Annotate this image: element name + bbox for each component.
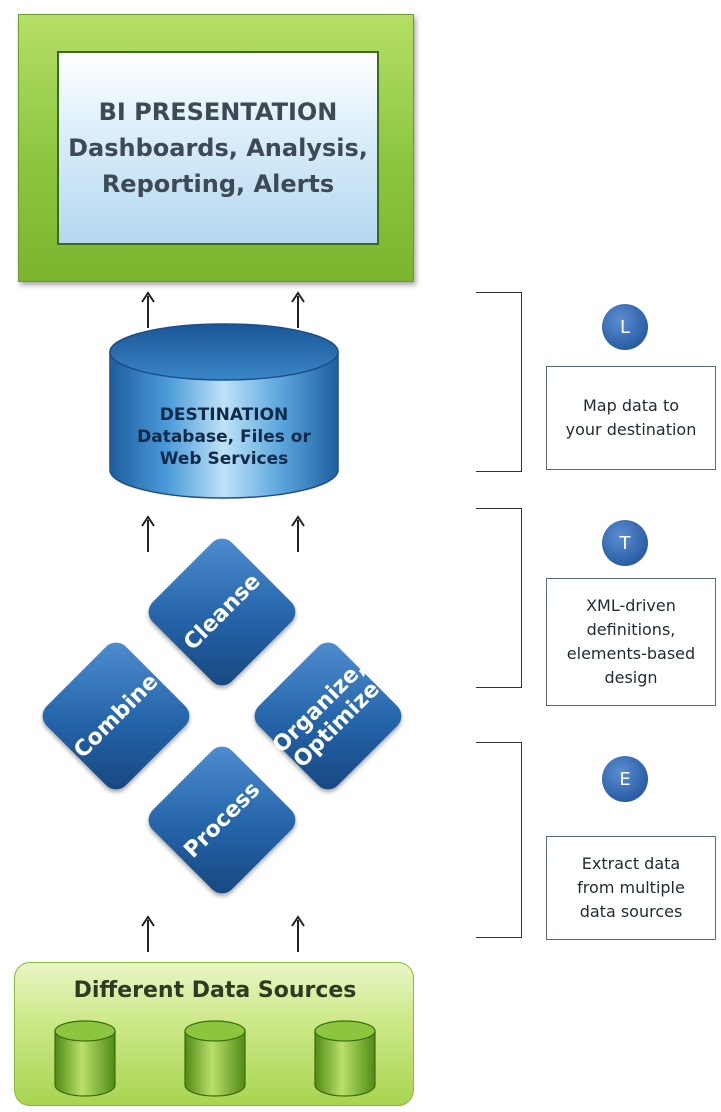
step-extract-line3: data sources (579, 902, 683, 921)
destination-title: DESTINATION (159, 405, 289, 425)
step-transform-circle: T (602, 520, 648, 566)
process-diamond: Process (142, 740, 302, 900)
step-extract-circle: E (602, 756, 648, 802)
transform-bracket (476, 508, 522, 688)
step-load-box: Map data to your destination (546, 366, 716, 470)
bi-presentation-title: BI PRESENTATION (98, 98, 338, 126)
data-sources-panel: Different Data Sources (14, 962, 414, 1106)
step-transform-box: XML-driven definitions, elements-based d… (546, 578, 716, 706)
step-transform-line4: design (604, 668, 658, 687)
step-extract-line2: from multiple (577, 878, 685, 897)
step-transform-line3: elements-based (566, 644, 696, 663)
destination-label: DESTINATION Database, Files or Web Servi… (108, 404, 340, 470)
arrow-up-icon (290, 290, 306, 330)
bi-presentation-panel: BI PRESENTATION Dashboards, Analysis, Re… (57, 51, 379, 245)
arrow-up-icon (290, 514, 306, 554)
step-extract-box: Extract data from multiple data sources (546, 836, 716, 940)
step-load-line2: your destination (565, 420, 697, 439)
step-load-line1: Map data to (582, 396, 680, 415)
arrow-up-icon (290, 914, 306, 954)
step-load-letter: L (619, 316, 631, 338)
step-extract-letter: E (619, 768, 631, 790)
step-load-circle: L (602, 304, 648, 350)
destination-line2: Web Services (159, 449, 289, 469)
load-bracket (476, 292, 522, 472)
data-source-cylinder-icon (184, 1020, 246, 1097)
step-transform-letter: T (619, 532, 631, 554)
arrow-up-icon (140, 514, 156, 554)
data-sources-title: Different Data Sources (73, 978, 357, 1003)
bi-presentation-line2: Reporting, Alerts (101, 170, 335, 198)
extract-bracket (476, 742, 522, 938)
bi-presentation-frame: BI PRESENTATION Dashboards, Analysis, Re… (18, 14, 414, 282)
database-cylinder-icon (109, 323, 339, 499)
arrow-up-icon (140, 290, 156, 330)
destination-line1: Database, Files or (137, 427, 311, 447)
destination-cylinder: DESTINATION Database, Files or Web Servi… (108, 322, 340, 500)
bi-presentation-line1: Dashboards, Analysis, (68, 134, 368, 162)
step-extract-line1: Extract data (581, 854, 681, 873)
step-transform-line1: XML-driven (586, 596, 676, 615)
data-source-cylinder-icon (314, 1020, 376, 1097)
data-source-cylinder-icon (54, 1020, 116, 1097)
arrow-up-icon (140, 914, 156, 954)
step-transform-line2: definitions, (586, 620, 676, 639)
process-label: Process (179, 777, 265, 863)
